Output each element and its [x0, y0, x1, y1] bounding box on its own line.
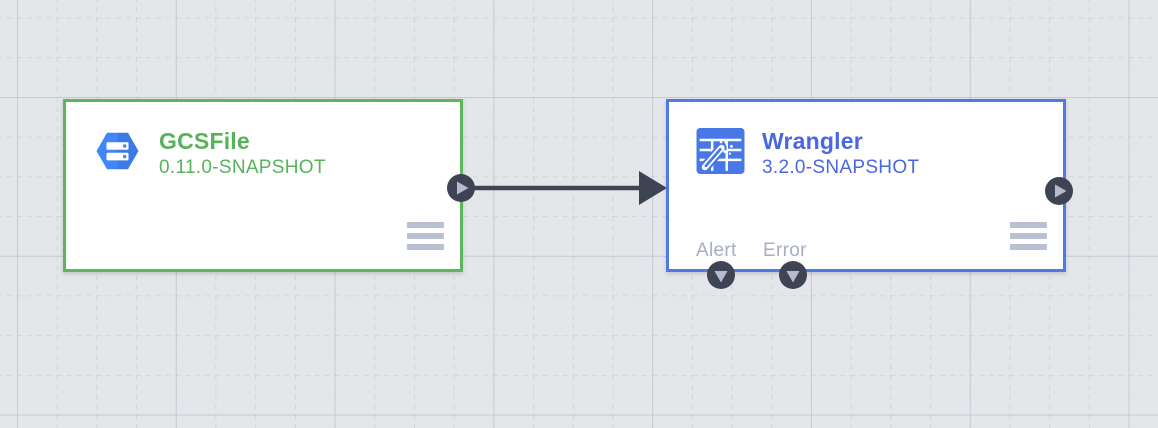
down-triangle-icon: [714, 271, 728, 283]
node-wrangler-version: 3.2.0-SNAPSHOT: [762, 157, 920, 178]
wrangler-output-port[interactable]: [1045, 177, 1073, 205]
gcsfile-output-port[interactable]: [447, 174, 475, 202]
node-wrangler-title: Wrangler: [762, 128, 863, 154]
node-gcsfile-header: GCSFile 0.11.0-SNAPSHOT: [66, 102, 460, 181]
wrangler-icon: [696, 128, 745, 174]
play-triangle-icon: [457, 181, 469, 195]
down-triangle-icon: [786, 271, 800, 283]
alert-port-label: Alert: [696, 240, 737, 261]
wrangler-error-port[interactable]: [779, 261, 807, 289]
node-wrangler-header: Wrangler 3.2.0-SNAPSHOT: [669, 102, 1063, 181]
node-gcsfile[interactable]: GCSFile 0.11.0-SNAPSHOT: [63, 99, 463, 272]
gcs-storage-icon: [96, 132, 139, 170]
error-port-label: Error: [763, 240, 807, 261]
hamburger-menu-icon[interactable]: [407, 222, 444, 250]
node-gcsfile-version: 0.11.0-SNAPSHOT: [159, 157, 326, 178]
node-wrangler-titles: Wrangler 3.2.0-SNAPSHOT: [762, 127, 919, 181]
wrangler-alert-port[interactable]: [707, 261, 735, 289]
node-gcsfile-title: GCSFile: [159, 128, 250, 154]
play-triangle-icon: [1055, 184, 1067, 198]
hamburger-menu-icon[interactable]: [1010, 222, 1047, 250]
node-gcsfile-titles: GCSFile 0.11.0-SNAPSHOT: [159, 127, 326, 181]
